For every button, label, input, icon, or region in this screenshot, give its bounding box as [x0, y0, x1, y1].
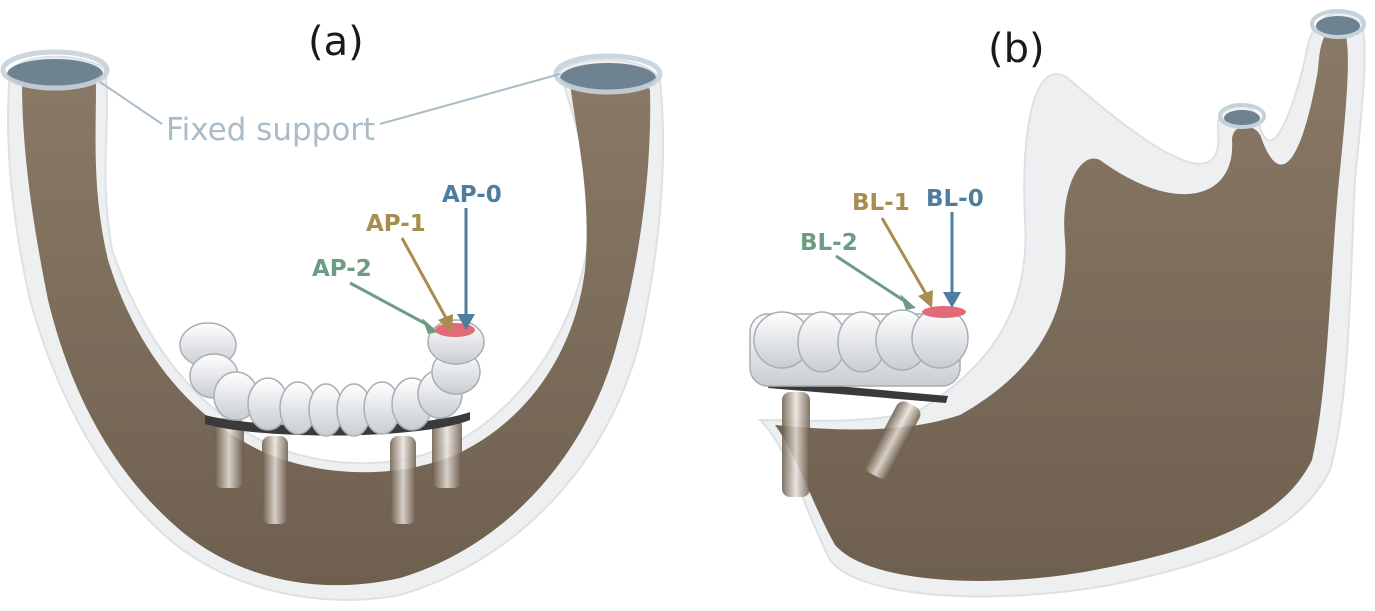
load-label-ap-2: AP-2 [312, 256, 372, 282]
load-arrows-b [835, 212, 961, 310]
arrow-bl-0-head [943, 292, 961, 308]
implants-a [214, 418, 462, 524]
arrow-ap-0-head [457, 314, 475, 330]
panel-label-a: (a) [308, 19, 364, 65]
support-cap-right-a [560, 63, 656, 93]
support-cap-left-a [7, 59, 103, 89]
load-label-bl-1: BL-1 [852, 190, 910, 216]
panel-b-mandible [749, 9, 1366, 598]
implants-b [782, 392, 921, 497]
support-cap-front-b-rim [1310, 9, 1366, 39]
panel-a-mandible [0, 49, 665, 601]
support-cap-back-b [1224, 110, 1260, 126]
panel-label-b: (b) [988, 26, 1045, 72]
load-area-a [435, 323, 475, 337]
support-cap-left-a-rim [0, 49, 110, 91]
fixed-support-label: Fixed support [166, 112, 375, 148]
load-label-bl-0: BL-0 [926, 186, 984, 212]
arrow-ap-1-head [438, 314, 453, 332]
load-label-bl-2: BL-2 [800, 230, 858, 256]
arrow-bl-1-head [918, 290, 933, 308]
load-area-b [922, 306, 966, 318]
arrow-bl-2 [835, 254, 907, 304]
support-cap-right-a-rim [553, 53, 663, 95]
mandible-bone-b [775, 29, 1348, 581]
support-cap-back-b-rim [1218, 103, 1266, 129]
arrow-ap-2-head [422, 318, 438, 334]
load-arrows-a [349, 208, 475, 334]
support-leader-right [379, 73, 561, 125]
arrow-bl-1 [880, 217, 928, 295]
teeth-row-b [749, 307, 969, 387]
load-label-ap-1: AP-1 [366, 211, 426, 237]
support-leader-left [99, 81, 163, 125]
arrow-ap-1 [400, 237, 448, 319]
mandible-bone-a [22, 70, 651, 586]
arrow-bl-2-head [900, 294, 916, 310]
load-label-ap-0: AP-0 [442, 182, 502, 208]
support-cap-front-b [1316, 16, 1360, 36]
arrow-ap-2 [349, 281, 429, 327]
